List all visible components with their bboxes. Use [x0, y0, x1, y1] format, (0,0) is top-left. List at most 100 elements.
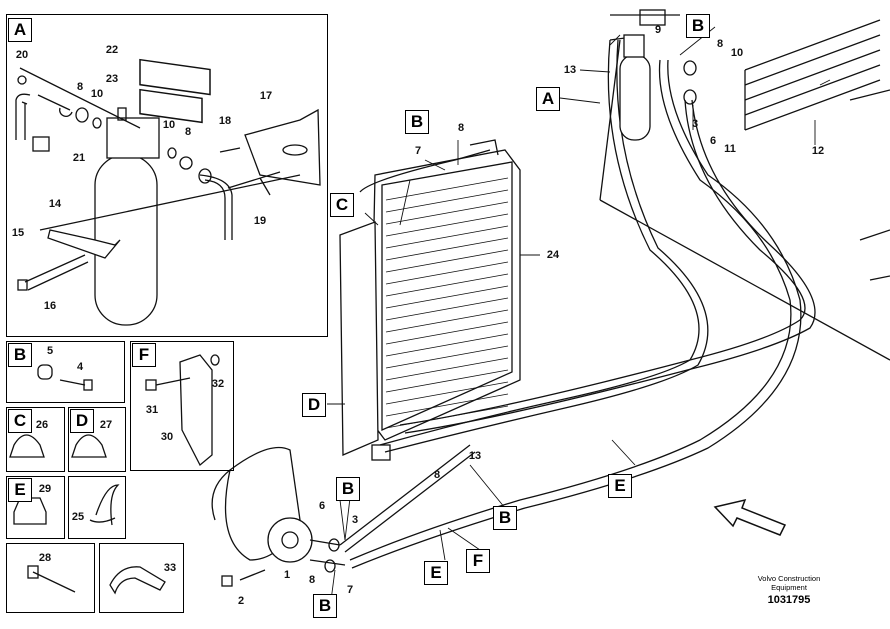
condenser-fin	[385, 381, 509, 405]
direction-arrow	[713, 498, 787, 536]
condenser-fin	[385, 213, 509, 237]
condenser-fin	[385, 249, 509, 273]
callout-number: 14	[48, 198, 62, 210]
callout-number: 8	[433, 469, 441, 481]
callout-number: 27	[99, 419, 113, 431]
inset-label-c: C	[8, 409, 32, 433]
condenser-fin	[385, 261, 509, 285]
callout-number: 22	[105, 44, 119, 56]
inset-e	[6, 476, 65, 539]
view-reference-label: B	[405, 110, 429, 134]
view-reference-label: B	[686, 14, 710, 38]
callout-number: 10	[90, 88, 104, 100]
callout-number: 13	[563, 64, 577, 76]
brand-text: Volvo Construction Equipment	[757, 574, 821, 592]
condenser-fin	[385, 321, 509, 345]
callout-number: 12	[811, 145, 825, 157]
condenser-fin	[385, 309, 509, 333]
inset-label-b: B	[8, 343, 32, 367]
inset-clamp	[68, 476, 126, 539]
callout-number: 11	[724, 143, 736, 155]
inset-c	[6, 407, 65, 472]
inset-b	[6, 341, 125, 403]
condenser-fin	[385, 237, 509, 261]
condenser-fin	[385, 273, 509, 297]
view-reference-label: E	[424, 561, 448, 585]
receiver-drier-exploded	[15, 58, 321, 326]
callout-number: 32	[211, 378, 225, 390]
condenser-fin	[385, 189, 509, 213]
callout-number: 16	[43, 300, 57, 312]
inset-label-d: D	[70, 409, 94, 433]
callout-number: 6	[318, 500, 326, 512]
view-reference-label: C	[330, 193, 354, 217]
compressor	[211, 446, 346, 587]
callout-number: 18	[218, 115, 232, 127]
callout-number: 13	[468, 450, 482, 462]
condenser-fin	[385, 285, 509, 309]
receiver-drier	[619, 34, 651, 141]
callout-number: 29	[38, 483, 52, 495]
callout-number: 2	[237, 595, 245, 607]
condenser-fin	[385, 333, 509, 357]
callout-number: 10	[162, 119, 176, 131]
callout-number: 4	[76, 361, 84, 373]
callout-number: 19	[253, 215, 267, 227]
callout-number: 8	[716, 38, 724, 50]
inset-f	[130, 341, 234, 471]
condenser-fin	[385, 369, 509, 393]
callout-number: 3	[351, 514, 359, 526]
callout-number: 5	[46, 345, 54, 357]
callout-number: 24	[546, 249, 560, 261]
inset-a	[6, 14, 328, 337]
condenser-fin	[385, 297, 509, 321]
callout-number: 33	[163, 562, 177, 574]
cab-outline	[599, 9, 890, 361]
callout-number: 9	[654, 24, 662, 36]
view-reference-label: B	[336, 477, 360, 501]
view-reference-label: B	[313, 594, 337, 618]
inset-label-f: F	[132, 343, 156, 367]
inset-label-a: A	[8, 18, 32, 42]
callout-number: 31	[145, 404, 159, 416]
callout-number: 15	[11, 227, 25, 239]
callout-number: 26	[35, 419, 49, 431]
document-number: 1031795	[767, 594, 811, 606]
callout-number: 8	[184, 126, 192, 138]
condenser	[339, 139, 521, 461]
oil-cooler	[683, 19, 881, 131]
callout-number: 10	[730, 47, 744, 59]
inset-label-e: E	[8, 478, 32, 502]
callout-number: 1	[283, 569, 291, 581]
condenser-fin	[385, 393, 509, 417]
view-reference-label: D	[302, 393, 326, 417]
callout-number: 8	[76, 81, 84, 93]
callout-number: 28	[38, 552, 52, 564]
inset-bolt	[6, 543, 95, 613]
callout-number: 23	[105, 73, 119, 85]
condenser-fin	[385, 345, 509, 369]
condenser-fin	[385, 201, 509, 225]
callout-number: 8	[457, 122, 465, 134]
callout-number: 17	[259, 90, 273, 102]
callout-number: 7	[346, 584, 354, 596]
callout-number: 25	[71, 511, 85, 523]
view-reference-label: F	[466, 549, 490, 573]
condenser-fin	[385, 357, 509, 381]
view-reference-label: A	[536, 87, 560, 111]
callout-number: 21	[72, 152, 86, 164]
condenser-fin	[385, 225, 509, 249]
callout-number: 8	[308, 574, 316, 586]
view-reference-label: E	[608, 474, 632, 498]
leader-lines	[327, 26, 831, 609]
inset-d	[68, 407, 126, 472]
view-reference-label: B	[493, 506, 517, 530]
callout-number: 30	[160, 431, 174, 443]
inset-part-drawings	[9, 354, 220, 595]
inset-clip	[99, 543, 184, 613]
callout-number: 3	[691, 118, 699, 130]
callout-number: 6	[709, 135, 717, 147]
callout-number: 20	[15, 49, 29, 61]
